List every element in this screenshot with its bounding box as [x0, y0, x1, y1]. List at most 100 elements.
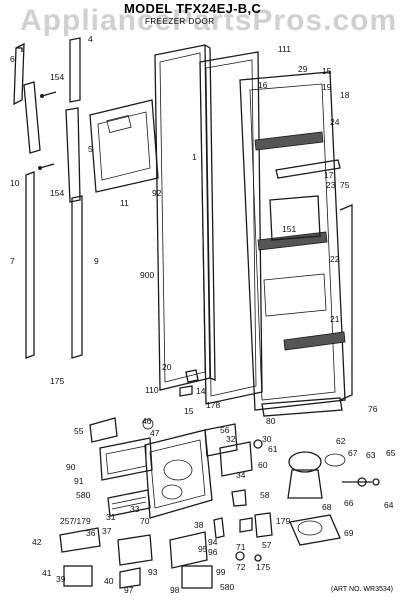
callout-5: 5 — [88, 144, 93, 154]
callout-21: 21 — [330, 314, 340, 324]
callout-36: 36 — [86, 528, 96, 538]
callout-111: 111 — [278, 44, 291, 54]
callout-31: 31 — [106, 512, 116, 522]
callout-68: 68 — [322, 502, 332, 512]
callout-18: 18 — [340, 90, 350, 100]
callout-60: 60 — [258, 460, 268, 470]
left-trim-strip — [23, 81, 41, 154]
diagram-subtitle: FREEZER DOOR — [145, 17, 215, 26]
callout-15b: 15 — [184, 406, 194, 416]
callout-64: 64 — [384, 500, 394, 510]
callout-22: 22 — [330, 254, 340, 264]
callout-95: 95 — [198, 544, 208, 554]
callout-23: 23 — [326, 180, 336, 190]
callout-179: 179 — [276, 516, 290, 526]
dispenser-switch-parts — [89, 417, 263, 477]
callout-70: 70 — [140, 516, 150, 526]
callout-580a: 580 — [76, 490, 90, 500]
callout-97: 97 — [124, 585, 134, 595]
callout-90: 90 — [66, 462, 76, 472]
dispenser-small-parts — [59, 489, 273, 589]
callout-15a: 15 — [322, 66, 332, 76]
callout-10: 10 — [10, 178, 20, 188]
door-liner — [239, 71, 346, 411]
callout-154b: 154 — [50, 188, 64, 198]
callout-93: 93 — [148, 567, 158, 577]
watermark: AppliancePartsPros.com — [20, 4, 398, 37]
auger-motor-parts — [287, 451, 380, 546]
callout-69: 69 — [344, 528, 354, 538]
right-trim-strip-lower — [71, 195, 83, 359]
callout-61: 61 — [268, 444, 278, 454]
callout-39: 39 — [56, 574, 66, 584]
callout-11: 11 — [120, 198, 129, 208]
callout-175b: 175 — [256, 562, 270, 572]
callout-46: 46 — [142, 416, 152, 426]
callout-67: 67 — [348, 448, 358, 458]
callout-178: 178 — [206, 400, 220, 410]
callout-900: 900 — [140, 270, 154, 280]
callout-4: 4 — [88, 34, 93, 44]
callout-42: 42 — [32, 537, 42, 547]
callout-1: 1 — [192, 152, 197, 162]
callout-30: 30 — [262, 434, 272, 444]
callout-62: 62 — [336, 436, 346, 446]
callout-92: 92 — [152, 188, 162, 198]
art-number: (ART NO. WR3534) — [331, 586, 393, 593]
dispenser-cover — [99, 437, 153, 481]
callout-72: 72 — [236, 562, 246, 572]
callout-76: 76 — [368, 404, 378, 414]
callout-80: 80 — [266, 416, 276, 426]
callout-37: 37 — [102, 526, 112, 536]
callout-32: 32 — [226, 434, 236, 444]
callout-91: 91 — [74, 476, 84, 486]
callout-34: 34 — [236, 470, 246, 480]
callout-151: 151 — [282, 224, 296, 234]
callout-14: 14 — [196, 386, 206, 396]
top-trim-strip — [13, 42, 25, 106]
callout-47: 47 — [150, 428, 160, 438]
callout-38: 38 — [194, 520, 204, 530]
callout-110: 110 — [145, 385, 159, 395]
callout-33: 33 — [130, 504, 140, 514]
callout-29: 29 — [298, 64, 308, 74]
callout-16: 16 — [258, 80, 268, 90]
drip-tray — [107, 489, 151, 517]
callout-6: 6 — [10, 54, 15, 64]
callout-41: 41 — [42, 568, 52, 578]
callout-24: 24 — [330, 117, 340, 127]
door-shelf-bars — [275, 159, 353, 401]
callout-65: 65 — [386, 448, 396, 458]
callout-66: 66 — [344, 498, 354, 508]
callout-9: 9 — [94, 256, 99, 266]
callout-55: 55 — [74, 426, 84, 436]
callout-19: 19 — [322, 82, 332, 92]
callout-98: 98 — [170, 585, 180, 595]
callout-56: 56 — [220, 425, 230, 435]
dispenser-cover-panel — [89, 99, 159, 193]
callout-71: 71 — [236, 542, 246, 552]
callout-154a: 154 — [50, 72, 64, 82]
door-bottom-hinge — [179, 369, 343, 417]
callout-63: 63 — [366, 450, 376, 460]
callout-17: 17 — [324, 170, 334, 180]
callout-580b: 580 — [220, 582, 234, 592]
callout-75: 75 — [340, 180, 350, 190]
callout-40: 40 — [104, 576, 114, 586]
callout-257: 257/179 — [60, 516, 91, 526]
callout-94: 94 — [208, 537, 218, 547]
callout-99: 99 — [216, 567, 226, 577]
callout-7: 7 — [10, 256, 15, 266]
callout-20: 20 — [162, 362, 172, 372]
left-long-trim — [25, 171, 35, 359]
callout-57: 57 — [262, 540, 272, 550]
callout-58: 58 — [260, 490, 270, 500]
callout-175a: 175 — [50, 376, 64, 386]
callout-96: 96 — [208, 547, 218, 557]
right-trim-strip-upper — [65, 37, 81, 203]
screw-154 — [38, 91, 57, 170]
diagram-title: MODEL TFX24EJ-B,C — [124, 1, 262, 16]
